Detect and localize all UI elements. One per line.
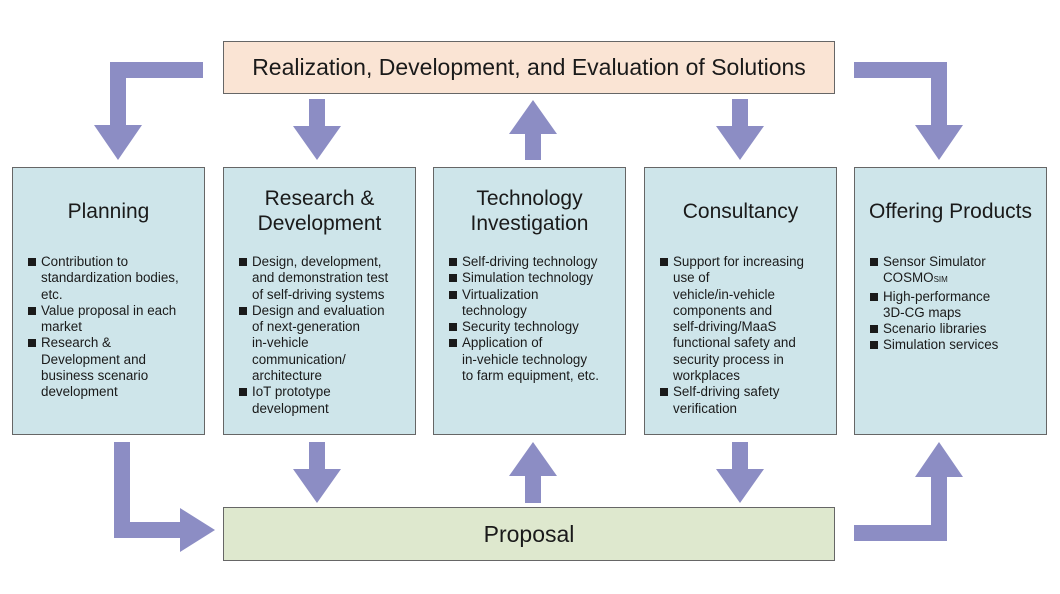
arrow-research-to-bottom [293,442,341,503]
bullet-item: Simulation services [870,337,1040,353]
column-title: Offering Products [855,168,1046,254]
arrow-top-to-planning [94,62,203,160]
bullet-text: vehicle/in-vehicle [673,286,775,302]
bullet-text: in-vehicle [252,335,309,351]
bullet-item: Self-driving technology [449,254,619,270]
bullet-text: 3D-CG maps [883,304,962,320]
arrow-top-to-offering [854,62,963,160]
bullet-text: Design, development, [252,254,382,269]
arrow-consultancy-to-bottom [716,442,764,503]
bullet-item: Design, development,and demonstration te… [239,254,409,303]
column-title-line: Investigation [470,212,589,235]
column-title-line: Technology [476,187,583,210]
column-title-line: Research & [264,187,375,210]
bullet-text: Value proposal in each [41,302,177,318]
bullet-text: Self-driving safety [673,384,780,400]
column-title: Research &Development [224,168,415,254]
bullet-text: standardization bodies, [41,270,179,286]
column-title: Consultancy [645,168,836,254]
realization-banner-label: Realization, Development, and Evaluation… [252,54,806,80]
realization-banner: Realization, Development, and Evaluation… [223,41,835,94]
column-title-line: Planning [67,199,150,223]
bullet-text: Development and [41,351,146,367]
bullet-text: of next-generation [252,319,360,335]
bullet-text: of self-driving systems [252,286,385,302]
bullet-text: Scenario libraries [883,321,987,337]
bullet-text: Application of [462,335,543,351]
bullet-text: security process in [673,351,784,367]
bullet-item: Security technology [449,319,619,335]
bullet-text: business scenario [41,368,149,384]
column-title-line: Development [257,212,382,235]
bullet-text: Research & [41,335,111,351]
bullet-text: verification [673,400,738,416]
bullet-text: IoT prototype [252,384,331,400]
bullet-text: to farm equipment, etc. [462,368,599,384]
bullet-text: and demonstration test [252,270,389,286]
proposal-banner-label: Proposal [483,520,575,547]
arrow-top-to-research [293,99,341,160]
bullet-text: architecture [252,368,322,384]
bullet-text: technology [462,302,527,318]
bullet-text: High-performance [883,288,991,304]
bullet-text: Simulation technology [462,270,594,286]
column-title: Planning [13,168,204,254]
column-title-line: Consultancy [682,199,799,223]
bullet-item: Scenario libraries [870,321,1040,337]
bullet-text: Support for increasing [673,254,805,269]
bullet-text: communication/ [252,351,346,367]
bullet-text: Simulation services [883,337,999,353]
bullet-text: Contribution to [41,254,129,269]
bullet-text: functional safety and [673,335,796,351]
bullet-text: Design and evaluation [252,302,385,318]
arrow-investigation-to-top [509,100,557,160]
bullet-text: self-driving/MaaS [673,319,777,335]
bullet-text: Virtualization [462,286,539,302]
proposal-banner: Proposal [223,507,835,561]
bullet-text: etc. [41,286,63,302]
bullet-text: development [41,384,118,400]
arrow-planning-to-proposal [114,442,215,552]
bullet-text: Self-driving technology [462,254,598,269]
arrow-bottom-to-investigation [509,442,557,503]
bullet-list: Design, development,and demonstration te… [224,254,415,417]
bullet-text: development [252,400,329,416]
bullet-item: Simulation technology [449,270,619,286]
bullet-text: workplaces [673,368,740,384]
bullet-text: Security technology [462,319,579,335]
bullet-text: Sensor Simulator [883,254,986,269]
bullet-text: use of [673,270,710,286]
arrow-proposal-to-offering [854,442,963,541]
bullet-text: market [41,319,82,335]
column-title-line: Offering Products [868,199,1033,223]
bullet-text: COSMOSIM [883,270,948,286]
bullet-text: in-vehicle technology [462,351,588,367]
arrow-top-to-consultancy [716,99,764,160]
bullet-text: components and [673,302,773,318]
